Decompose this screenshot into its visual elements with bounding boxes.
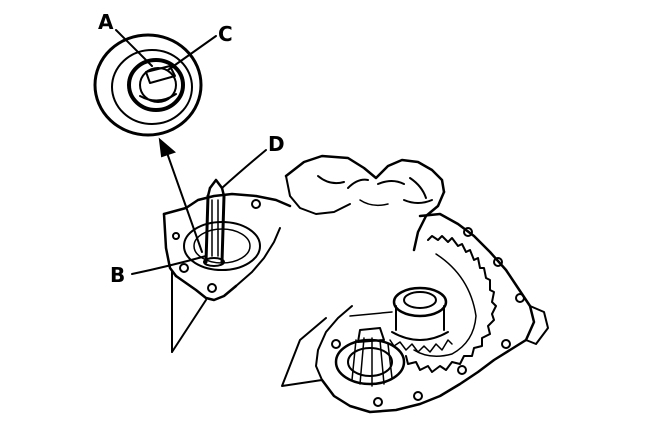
detail-inset-shaft-end — [93, 33, 203, 137]
leader-line-d — [221, 149, 267, 189]
detail-arrow — [158, 137, 203, 253]
right-housing — [281, 212, 549, 414]
leader-line-b — [131, 255, 207, 275]
callout-c: C — [218, 22, 233, 46]
left-housing — [162, 192, 292, 353]
callout-b: B — [110, 263, 126, 287]
leader-line-c — [167, 35, 217, 71]
leader-line-a — [115, 29, 153, 67]
callout-a: A — [98, 10, 114, 34]
hand — [284, 154, 446, 252]
shaft — [203, 178, 226, 267]
callout-d: D — [268, 132, 285, 156]
